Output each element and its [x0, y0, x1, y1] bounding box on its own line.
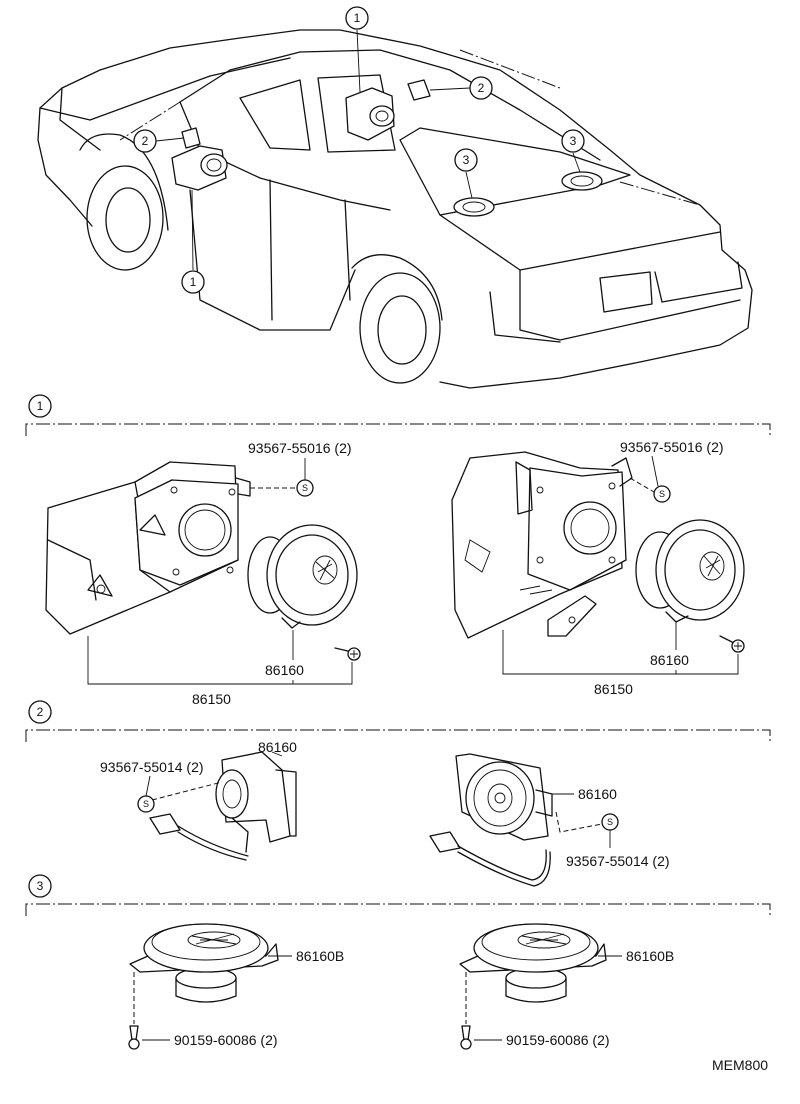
section-2-header: 2: [25, 700, 771, 742]
section-2-left-screw-part: 93567-55014 (2): [100, 759, 204, 775]
section-3-right-speaker-part: 86160B: [626, 948, 674, 964]
callout-3-right-label: 3: [570, 134, 577, 148]
screw-symbol-1r: [653, 485, 671, 503]
overview-callouts: 1 2 2 1 3 3: [133, 6, 585, 294]
section-1-right-speaker-part: 86160: [650, 652, 689, 668]
svg-text:S: S: [607, 817, 613, 827]
callout-1-top: [345, 6, 369, 30]
callout-3-left: [454, 148, 478, 172]
section-3-number: 3: [37, 879, 44, 893]
section-2-left-screw: S 93567-55014 (2) 86160: [100, 739, 297, 813]
section-3-right-speaker: [459, 923, 607, 1050]
section-2-number: 2: [37, 705, 44, 719]
section-1-left-screw-part: 93567-55016 (2): [248, 440, 352, 456]
callout-3-left-label: 3: [463, 153, 470, 167]
callout-3-right: [561, 129, 585, 153]
section-3-left-speaker: [128, 923, 279, 1050]
car-overview: [37, 29, 753, 389]
callout-1-left-label: 1: [190, 275, 197, 289]
section-1-left-screw: S 93567-55016 (2): [248, 440, 352, 497]
svg-text:S: S: [659, 489, 665, 499]
section-1-right-speaker: [635, 519, 745, 623]
section-1-left-speaker-part: 86160: [265, 662, 304, 678]
section-1-left-leaders: 86160 86150: [87, 630, 353, 707]
diagram-code: MEM800: [712, 1057, 768, 1073]
section-1-right-screw-part: 93567-55016 (2): [620, 439, 724, 455]
callout-2-top: [469, 76, 493, 100]
section-3-header: 3: [25, 874, 771, 916]
section-2-right-tweeter: [429, 753, 553, 887]
callout-1-top-label: 1: [354, 11, 361, 25]
section-3-left-labels: 86160B 90159-60086 (2): [142, 948, 344, 1048]
svg-text:S: S: [143, 799, 149, 809]
section-1-header: 1: [25, 394, 771, 436]
section-1-right-bolt: [719, 635, 745, 653]
section-3-left-screw-part: 90159-60086 (2): [174, 1032, 278, 1048]
section-1-left-assembly: [45, 461, 251, 635]
callout-2-left-label: 2: [142, 134, 149, 148]
callout-2-top-label: 2: [478, 81, 485, 95]
section-2-right-speaker-part: 86160: [578, 786, 617, 802]
section-1-number: 1: [37, 399, 44, 413]
section-2-right-screw-part: 93567-55014 (2): [566, 853, 670, 869]
section-1-right-leaders: 86160 86150: [502, 622, 739, 697]
section-2-right-screw: 86160 S 93567-55014 (2): [552, 786, 670, 869]
section-2-left-tweeter: [149, 751, 297, 861]
section-2-left-speaker-part: 86160: [258, 739, 297, 755]
callout-1-left: [181, 270, 205, 294]
section-1-right-screw: S 93567-55016 (2): [620, 439, 724, 503]
section-1-right-assembly: [451, 451, 633, 639]
section-3-right-screw-part: 90159-60086 (2): [506, 1032, 610, 1048]
svg-text:S: S: [302, 483, 308, 493]
section-1-left-assembly-part: 86150: [192, 691, 231, 707]
section-1-left-speaker: [247, 524, 358, 629]
section-1-right-assembly-part: 86150: [594, 681, 633, 697]
section-3-right-labels: 86160B 90159-60086 (2): [474, 948, 674, 1048]
section-3-left-speaker-part: 86160B: [296, 948, 344, 964]
callout-2-left: [133, 129, 157, 153]
section-1-left-bolt: [334, 647, 361, 661]
